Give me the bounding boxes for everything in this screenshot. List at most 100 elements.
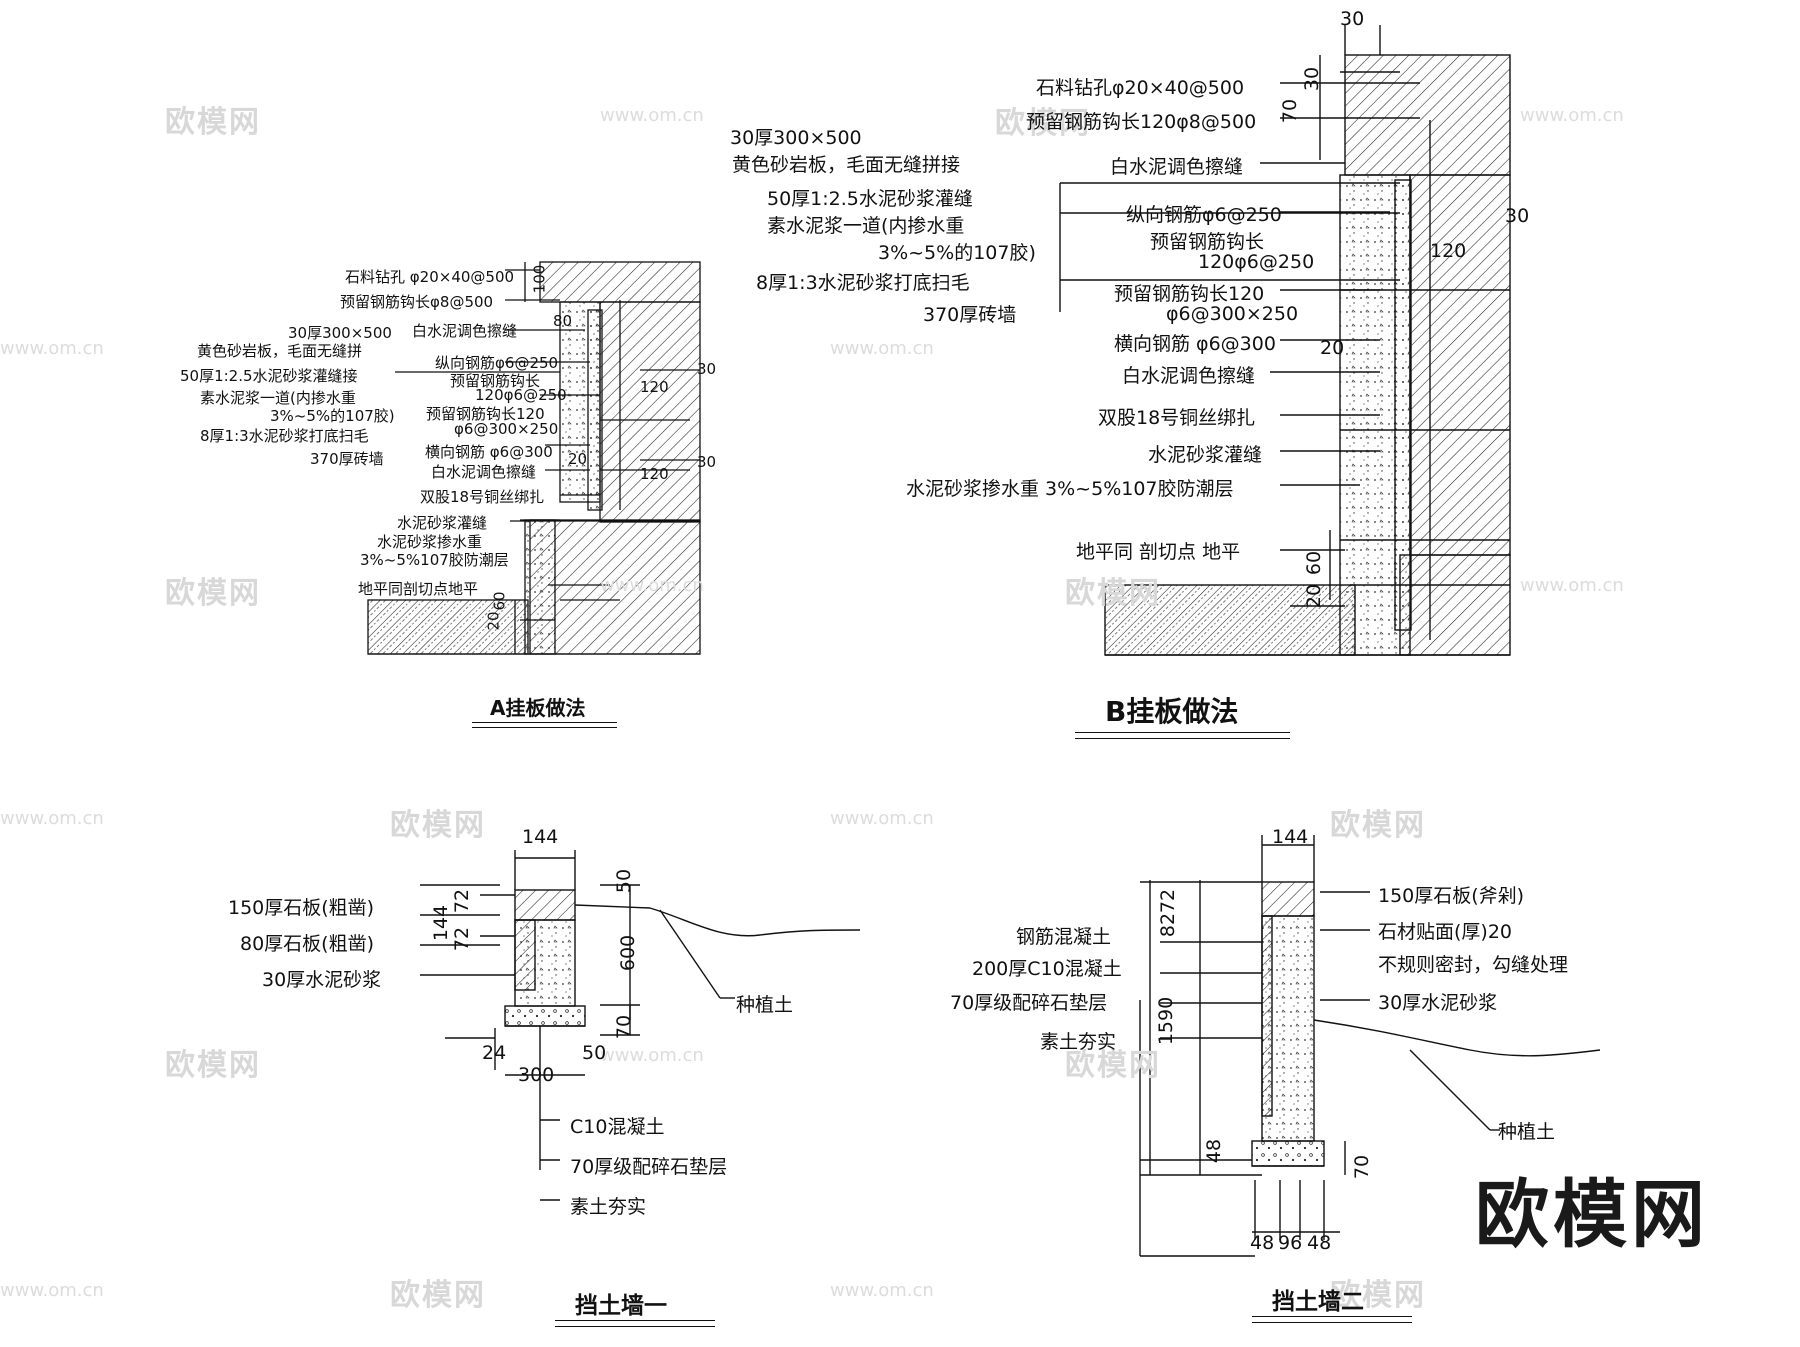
label: 30厚水泥砂浆 [262, 969, 382, 991]
label: 白水泥调色擦缝 [431, 463, 537, 481]
dimension: 96 [1278, 1232, 1303, 1254]
watermark-site: www.om.cn [600, 105, 704, 126]
dimension: 144 [522, 826, 559, 848]
label: 预留钢筋钩长 [450, 372, 541, 390]
label: 70厚级配碎石垫层 [570, 1156, 728, 1178]
label: 素土夯实 [570, 1196, 647, 1218]
label: 370厚砖墙 [310, 450, 384, 468]
label: 水泥砂浆灌缝 [397, 514, 488, 532]
label: 地平同 剖切点 地平 [1076, 541, 1241, 563]
wall-two-title: 挡土墙二 [1272, 1289, 1364, 1315]
label: 纵向钢筋φ6@250 [435, 354, 559, 372]
label: 黄色砂岩板，毛面无缝拼 [197, 342, 363, 360]
panel-a-drawing [367, 261, 701, 655]
watermark-site: www.om.cn [830, 808, 934, 829]
watermark-site: www.om.cn [830, 1280, 934, 1301]
title-underline [1075, 738, 1290, 739]
dimension: 48 [1203, 1138, 1226, 1164]
dimension: 100 [530, 264, 549, 294]
label: 预留钢筋钩长120φ8@500 [1026, 111, 1257, 133]
dimension: 20 [1303, 583, 1326, 609]
label: 30厚水泥砂浆 [1378, 992, 1498, 1014]
label: φ6@300×250 [454, 420, 559, 438]
title-underline [1252, 1322, 1412, 1323]
watermark-brand: 欧模网 [1330, 808, 1426, 843]
label: 50厚1:2.5水泥砂浆灌缝 [767, 188, 973, 210]
label: 3%~5%的107胶) [878, 242, 1036, 264]
watermark-site: www.om.cn [1520, 575, 1624, 596]
wall-one-drawing [420, 850, 861, 1201]
dimension: 30 [697, 453, 717, 471]
label: 黄色砂岩板，毛面无缝拼接 [732, 154, 961, 176]
dimension: 60 [490, 591, 509, 611]
dimension: 82 [1157, 912, 1180, 938]
label: 白水泥调色擦缝 [412, 322, 518, 340]
label: 预留钢筋钩长φ8@500 [340, 293, 494, 311]
watermark-brand: 欧模网 [165, 1048, 261, 1083]
panel-a-title: A挂板做法 [490, 696, 586, 720]
dimension: 300 [518, 1064, 555, 1086]
label: 50厚1:2.5水泥砂浆灌缝接 [180, 367, 358, 385]
dimension: 48 [1250, 1232, 1275, 1254]
label: 80厚石板(粗凿) [240, 933, 375, 955]
watermark-site: www.om.cn [600, 1045, 704, 1066]
label: 120φ6@250 [475, 386, 567, 404]
title-underline [1252, 1316, 1412, 1317]
dimension: 30 [1340, 8, 1365, 30]
dimension: 120 [640, 465, 669, 483]
label: 纵向钢筋φ6@250 [1126, 204, 1282, 226]
label: 3%~5%107胶防潮层 [360, 551, 509, 569]
watermark-brand: 欧模网 [165, 105, 261, 140]
label: 种植土 [736, 994, 794, 1016]
label: 预留钢筋钩长 [1150, 231, 1265, 253]
dimension: 50 [582, 1042, 607, 1064]
label: 水泥砂浆掺水重 [377, 533, 483, 551]
label: 3%~5%的107胶) [270, 407, 395, 425]
dimension: 80 [553, 312, 573, 330]
panel-b-title: B挂板做法 [1105, 695, 1239, 728]
dimension: 20 [1320, 337, 1345, 359]
dimension: 20 [484, 611, 503, 631]
label: 石材贴面(厚)20 [1378, 921, 1513, 943]
label: 石料钻孔φ20×40@500 [1036, 77, 1245, 99]
label: 150厚石板(斧剁) [1378, 885, 1525, 907]
title-underline [472, 722, 617, 723]
dimension: 24 [482, 1042, 507, 1064]
dimension: 144 [430, 904, 453, 942]
dimension: 48 [1307, 1232, 1332, 1254]
dimension: 70 [613, 1014, 636, 1040]
dimension: 20 [568, 450, 588, 468]
dimension: 72 [451, 926, 474, 952]
label: 水泥砂浆掺水重 3%~5%107胶防潮层 [906, 478, 1234, 500]
label: 8厚1:3水泥砂浆打底扫毛 [756, 272, 970, 294]
watermark-brand: 欧模网 [1065, 576, 1161, 611]
label: 200厚C10混凝土 [972, 958, 1122, 980]
panel-b-drawing [1059, 25, 1511, 656]
dimension: 120 [1430, 240, 1467, 262]
label: 素水泥浆一道(内掺水重 [200, 389, 356, 407]
label: 双股18号铜丝绑扎 [420, 488, 545, 506]
label: 种植土 [1498, 1121, 1556, 1143]
wall-one-title: 挡土墙一 [575, 1293, 667, 1319]
dimension: 120 [640, 378, 669, 396]
title-underline [1075, 732, 1290, 733]
dimension: 70 [1351, 1154, 1374, 1180]
label: 地平同剖切点地平 [358, 580, 479, 598]
watermark-site: www.om.cn [600, 575, 704, 596]
dimension: 72 [1157, 888, 1180, 914]
watermark-site: www.om.cn [0, 808, 104, 829]
label: 双股18号铜丝绑扎 [1098, 407, 1256, 429]
label: 120φ6@250 [1198, 251, 1315, 273]
dimension: 600 [617, 934, 640, 972]
label: 素土夯实 [1040, 1031, 1117, 1053]
label: 白水泥调色擦缝 [1110, 156, 1244, 178]
dimension: 50 [613, 868, 636, 894]
dimension: 144 [1272, 826, 1309, 848]
watermark-brand: 欧模网 [1065, 1048, 1161, 1083]
label: 370厚砖墙 [923, 304, 1017, 326]
watermark-brand: 欧模网 [390, 1278, 486, 1313]
label: 预留钢筋钩长120 [1114, 283, 1265, 305]
label: φ6@300×250 [1166, 303, 1299, 325]
label: 素水泥浆一道(内掺水重 [767, 215, 965, 237]
